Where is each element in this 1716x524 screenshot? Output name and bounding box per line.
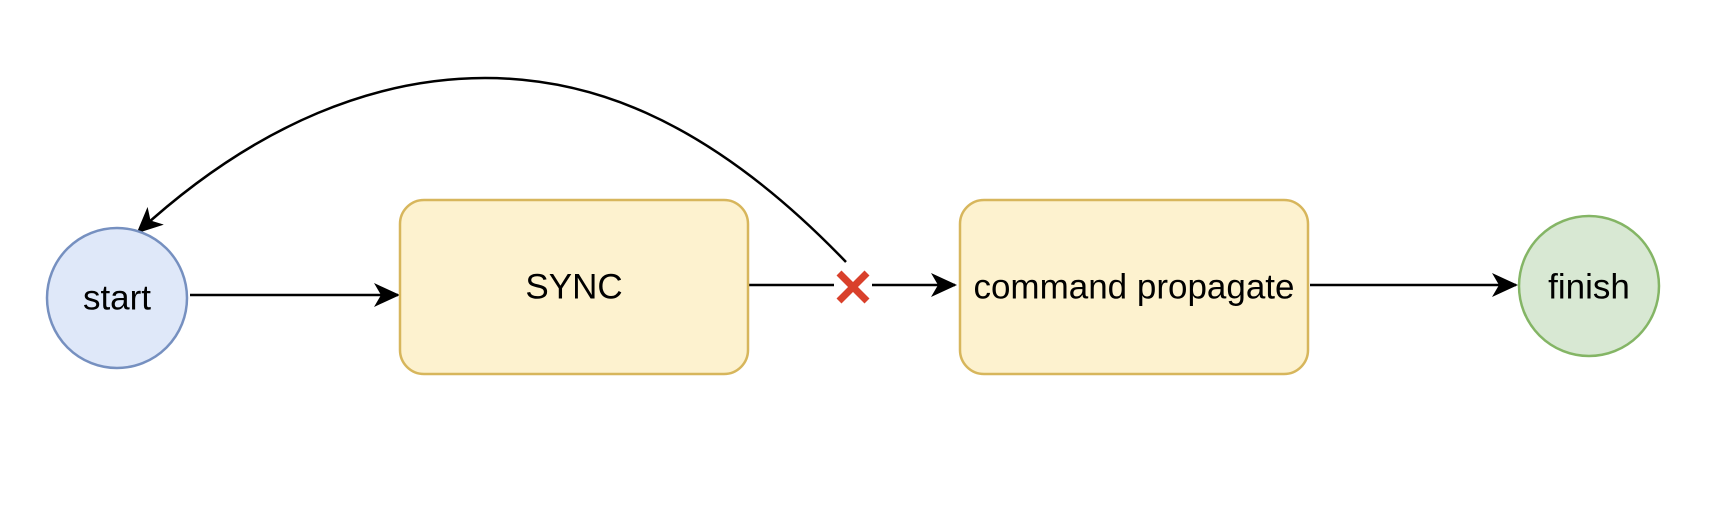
node-finish-label: finish [1548, 267, 1630, 306]
node-command-propagate-shape [958, 198, 1310, 376]
node-command-propagate[interactable]: command propagate [958, 198, 1310, 376]
node-sync-shape [398, 198, 750, 376]
node-sync-label: SYNC [525, 267, 622, 306]
node-start-label: start [83, 278, 151, 317]
node-command-propagate-label: command propagate [973, 267, 1294, 306]
node-start-shape [45, 226, 189, 370]
edge-loop-back-to-start [136, 76, 847, 263]
node-sync[interactable]: SYNC [398, 198, 750, 376]
node-finish[interactable]: finish [1517, 214, 1661, 358]
blocked-x-icon [836, 270, 870, 304]
node-finish-shape [1517, 214, 1661, 358]
node-start[interactable]: start [45, 226, 189, 370]
